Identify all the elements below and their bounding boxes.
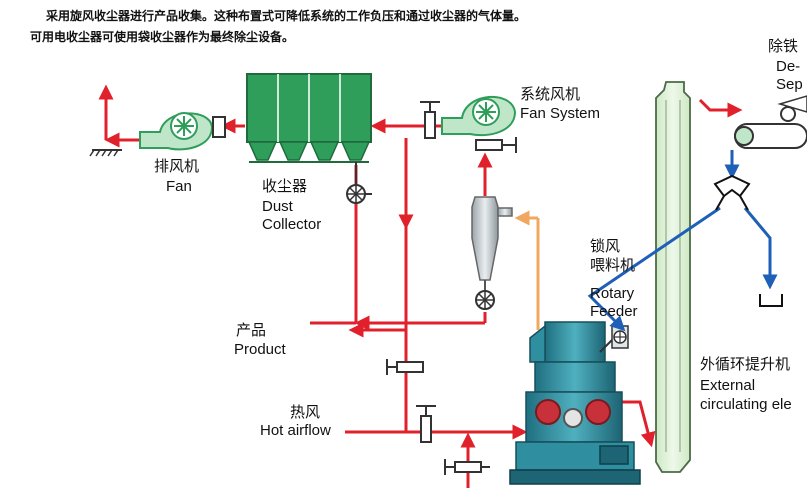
- product-label-en: Product: [234, 341, 286, 358]
- exhaust-fan: [89, 112, 226, 157]
- fan-system-label-en: Fan System: [520, 105, 601, 122]
- separator-label-en-2: Sep: [776, 76, 803, 93]
- valve-upper: [420, 101, 440, 139]
- exhaust-fan-impeller-icon: [174, 116, 194, 136]
- dust-collector-label-en-2: Collector: [262, 216, 322, 233]
- orange-return-line: [514, 210, 540, 330]
- rotary-feeder-label-cn-2: 喂料机: [590, 257, 636, 274]
- dust-collector-label-cn: 收尘器: [262, 178, 308, 195]
- valve-middle: [386, 359, 424, 375]
- elevator-label-en-2: circulating ele: [700, 396, 792, 413]
- note-line-1: 采用旋风收尘器进行产品收集。这种布置式可降低系统的工作负压和通过收尘器的气体量。: [46, 9, 527, 23]
- reject-bin: [759, 294, 783, 307]
- separator-label-cn: 除铁: [768, 38, 799, 55]
- blue-feed-lines: [587, 150, 778, 332]
- splitter: [713, 174, 751, 211]
- dust-collector: [246, 73, 372, 204]
- fan-label-cn: 排风机: [154, 158, 200, 175]
- red-flow-lines: [98, 84, 743, 488]
- hot-airflow-label-en: Hot airflow: [260, 422, 331, 439]
- bucket-elevator: [655, 81, 691, 473]
- elevator-label-cn: 外循环提升机: [700, 356, 791, 373]
- valve-bottom: [444, 459, 490, 475]
- valves: [386, 101, 517, 475]
- system-fan: [441, 96, 517, 137]
- dust-collector-label-en-1: Dust: [262, 198, 293, 215]
- note-line-2: 可用电收尘器可使用袋收尘器作为最终除尘设备。: [30, 30, 295, 44]
- rotary-feeder-label-en-2: Feeder: [590, 303, 638, 320]
- fan-system-label-cn: 系统风机: [520, 86, 581, 103]
- fan-label-en: Fan: [166, 178, 192, 195]
- vertical-mill: [509, 321, 641, 485]
- elevator-label-en-1: External: [700, 377, 756, 394]
- cyclone: [471, 196, 513, 310]
- iron-separator: [734, 95, 807, 149]
- reject-down-arrow: [743, 207, 778, 290]
- mill-to-elevator-arrow: [620, 400, 656, 448]
- valve-fan-system: [475, 137, 517, 153]
- system-fan-impeller-icon: [476, 102, 496, 122]
- rotary-feeder-label-cn-1: 锁风: [590, 238, 621, 255]
- product-label-cn: 产品: [236, 322, 267, 339]
- separator-label-en-1: De-: [776, 58, 801, 75]
- valve-hot-air: [416, 405, 436, 443]
- exhaust-fan-motor: [212, 116, 226, 138]
- elevator-to-separator-arrow: [698, 98, 743, 118]
- rotary-feeder: [599, 325, 629, 353]
- feed-to-rotary-feeder-arrow: [587, 206, 721, 332]
- hot-airflow-label-cn: 热风: [290, 404, 321, 421]
- rotary-feeder-label-en-1: Rotary: [590, 285, 635, 302]
